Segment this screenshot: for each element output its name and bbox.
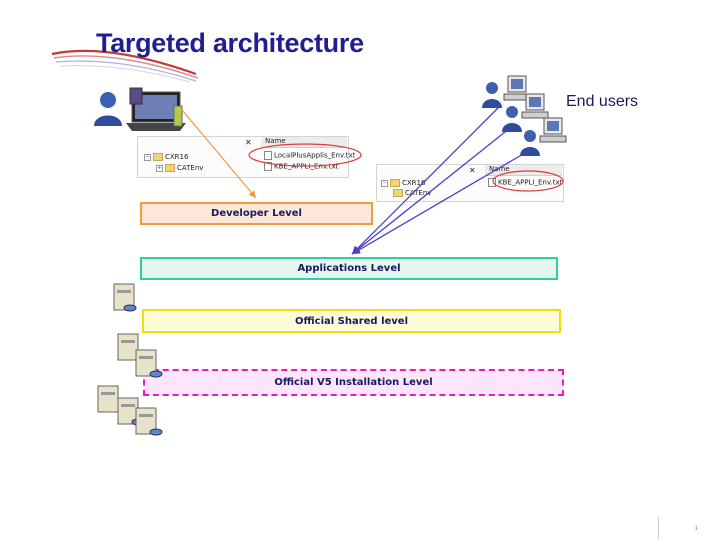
- highlight-ellipse-left: [248, 143, 362, 167]
- developer-head: [100, 92, 116, 108]
- page-number: 1: [694, 526, 698, 532]
- swoosh-stroke-3: [55, 60, 197, 82]
- tree-label: CATEnv: [177, 164, 204, 172]
- user-workstation-1: [482, 75, 531, 108]
- server-icon-v5-b: [135, 349, 163, 378]
- swoosh-stroke-4: [59, 65, 191, 83]
- panel-left-name-header-text: Name: [265, 137, 286, 145]
- collapse-icon[interactable]: −: [381, 179, 388, 187]
- file-label: LocalPlusApplis_Env.txt: [274, 151, 356, 160]
- panel-left-file-1[interactable]: LocalPlusApplis_Env.txt: [264, 151, 355, 160]
- panel-left-tree-item-1[interactable]: − CXR16: [144, 153, 188, 161]
- user-arrow-3: [351, 149, 531, 255]
- file-icon: [264, 162, 272, 171]
- panel-right-close-button[interactable]: ✕: [469, 166, 476, 175]
- panel-left-name-header[interactable]: Name: [261, 137, 347, 148]
- server-icon-bottom-c: [135, 407, 163, 436]
- v5-installation-level-label: Official V5 Installation Level: [274, 377, 433, 388]
- developer-level-box: Developer Level: [140, 202, 373, 225]
- panel-left-tree-item-2[interactable]: + CATEnv: [156, 164, 203, 172]
- server-icons: [97, 283, 163, 436]
- developer-level-label: Developer Level: [211, 208, 302, 219]
- page-title: Targeted architecture: [96, 28, 364, 58]
- panel-right-tree-item-2[interactable]: CATEnv: [393, 189, 431, 197]
- applications-level-box: Applications Level: [140, 257, 558, 280]
- end-users-label: End users: [566, 93, 639, 110]
- folder-icon: [393, 189, 403, 197]
- laptop-base: [126, 123, 186, 131]
- folder-icon: [165, 164, 175, 172]
- tree-label: CATEnv: [405, 189, 432, 197]
- end-users-icon: [482, 75, 567, 156]
- shared-level-box: Official Shared level: [142, 309, 561, 333]
- shared-level-label: Official Shared level: [294, 315, 409, 327]
- folder-icon: [153, 153, 163, 161]
- file-icon: [488, 178, 496, 187]
- user-arrow-2: [351, 127, 511, 255]
- user-workstation-3: [520, 117, 567, 156]
- server-icon-bottom-a: [97, 385, 119, 413]
- panel-right-tree-item-1[interactable]: − CXR16: [381, 179, 425, 187]
- panel-right-file-1[interactable]: KBE_APPLI_Env.txt: [488, 178, 562, 187]
- v5-installation-level-box: Official V5 Installation Level: [143, 369, 564, 396]
- tree-label: CXR16: [165, 153, 189, 161]
- developer-icon: [94, 87, 186, 131]
- collapse-icon[interactable]: −: [144, 153, 151, 161]
- software-box: [129, 87, 143, 105]
- developer-arrow: [181, 109, 257, 199]
- file-panel-left: ✕ Name − CXR16 + CATEnv LocalPlusApplis_En…: [137, 136, 355, 178]
- panel-left-close-button[interactable]: ✕: [245, 138, 252, 147]
- swoosh-stroke-2: [53, 55, 199, 79]
- user-arrow-1: [351, 105, 501, 255]
- swoosh-logo: [51, 49, 199, 83]
- developer-body: [94, 115, 122, 126]
- usb-device: [173, 105, 183, 127]
- tree-label: CXR16: [402, 179, 426, 187]
- file-icon: [264, 151, 272, 160]
- swoosh-stroke-1: [51, 49, 197, 76]
- expand-icon[interactable]: +: [156, 164, 163, 172]
- folder-icon: [390, 179, 400, 187]
- server-icon-shared: [113, 283, 137, 312]
- footer-divider: [658, 517, 659, 539]
- user-workstation-2: [502, 93, 549, 132]
- applications-level-label: Applications Level: [297, 263, 401, 274]
- file-label: KBE_APPLI_Env.txt: [498, 178, 563, 187]
- server-icon-v5-a: [117, 333, 139, 361]
- highlight-ellipse-right: [492, 170, 564, 192]
- panel-right-name-header-text: Name: [489, 165, 510, 173]
